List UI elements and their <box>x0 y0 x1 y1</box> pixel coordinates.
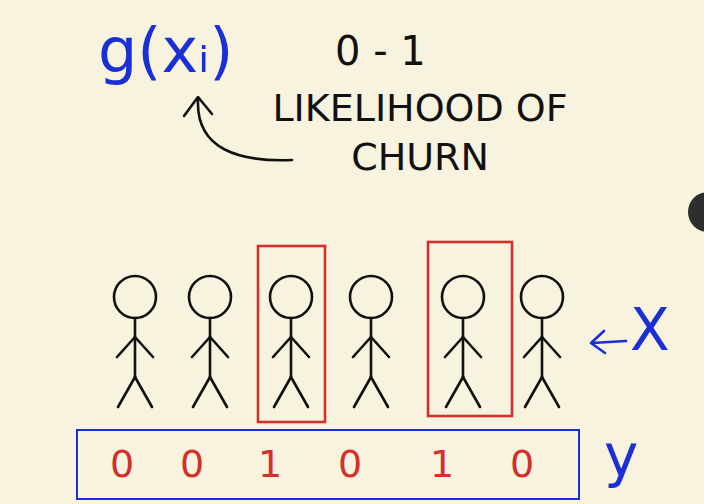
person-figure <box>442 276 484 407</box>
pointer-arrow <box>592 341 626 343</box>
label-value: 0 <box>510 445 534 483</box>
function-label: g(xᵢ) <box>98 18 234 83</box>
label-value: 0 <box>180 445 204 483</box>
person-figure <box>350 276 392 407</box>
ui-button <box>688 192 704 232</box>
churn-highlight <box>258 246 325 422</box>
person-figure <box>189 276 231 407</box>
label-value: 1 <box>258 445 282 483</box>
person-figure <box>521 276 563 407</box>
arrow-head <box>591 331 605 353</box>
arrow-head <box>184 97 212 116</box>
label-value: 0 <box>338 445 362 483</box>
churn-highlight <box>428 242 512 416</box>
person-figure <box>270 276 312 407</box>
note-text: LIKELIHOOD OF CHURN <box>250 84 590 183</box>
range-label: 0 - 1 <box>335 30 426 72</box>
target-vector-box: 0 0 1 0 1 0 <box>76 429 580 500</box>
target-label: y <box>604 426 638 487</box>
person-figure <box>114 276 156 407</box>
label-value: 0 <box>110 445 134 483</box>
features-label: X <box>630 300 670 361</box>
label-value: 1 <box>430 445 454 483</box>
